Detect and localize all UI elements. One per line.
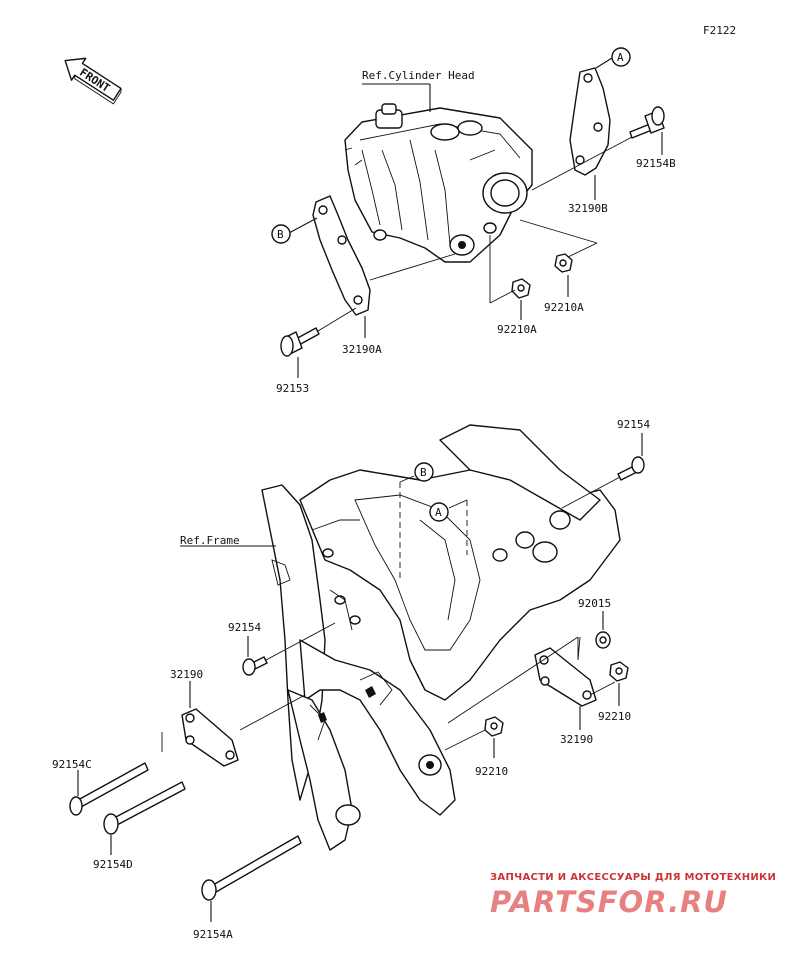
- front-arrow-icon: FRONT: [64, 57, 122, 105]
- bolt-92154d: [103, 781, 186, 835]
- bracket-32190a: [312, 195, 371, 316]
- watermark-brand: PARTSFOR.RU: [490, 885, 728, 919]
- frame: [261, 424, 621, 851]
- callout-a-upper: [611, 47, 631, 67]
- watermark-tagline: ЗАПЧАСТИ И АКСЕССУАРЫ ДЛЯ МОТОТЕХНИКИ: [490, 872, 776, 883]
- ref-frame: Ref.Frame: [180, 534, 240, 547]
- part-32190-right: 32190: [560, 733, 593, 746]
- bolt-92154-left: [242, 656, 268, 676]
- callout-b-lower: [414, 462, 434, 482]
- callout-b-lower-label: B: [420, 466, 427, 479]
- bracket-32190-left: [181, 708, 239, 767]
- ref-cylinder-head: Ref.Cylinder Head: [362, 69, 475, 82]
- part-92154-left: 92154: [228, 621, 261, 634]
- part-92153: 92153: [276, 382, 309, 395]
- part-32190-left: 32190: [170, 668, 203, 681]
- bolt-92154-top: [617, 456, 645, 481]
- part-92154a: 92154A: [193, 928, 233, 941]
- part-92154d: 92154D: [93, 858, 133, 871]
- figure-code: F2122: [703, 24, 736, 37]
- bracket-32190-right: [534, 647, 597, 707]
- part-92210a-right: 92210A: [544, 301, 584, 314]
- part-92210a-left: 92210A: [497, 323, 537, 336]
- bolt-92154c: [69, 762, 149, 816]
- part-92154-top: 92154: [617, 418, 650, 431]
- callout-a-upper-label: A: [617, 51, 624, 64]
- part-32190b: 32190B: [568, 202, 608, 215]
- bracket-32190b: [569, 67, 611, 176]
- part-32190a: 32190A: [342, 343, 382, 356]
- nut-92210a-right: [554, 253, 573, 273]
- callout-b-upper-label: B: [277, 228, 284, 241]
- part-92154b: 92154B: [636, 157, 676, 170]
- nut-92210-mid: [484, 716, 504, 737]
- bolt-92154b: [629, 106, 665, 139]
- part-92210-right: 92210: [598, 710, 631, 723]
- callout-b-upper: [271, 224, 291, 244]
- part-92154c: 92154C: [52, 758, 92, 771]
- bolt-92153: [280, 327, 320, 357]
- cylinder-head: [344, 103, 533, 263]
- collar-92015: [595, 631, 611, 649]
- callout-a-lower-label: A: [435, 506, 442, 519]
- nut-92210-right: [609, 661, 629, 682]
- nut-92210a-left: [511, 278, 531, 299]
- part-92015: 92015: [578, 597, 611, 610]
- part-92210-mid: 92210: [475, 765, 508, 778]
- callout-a-lower: [429, 502, 449, 522]
- bolt-92154a: [201, 835, 302, 901]
